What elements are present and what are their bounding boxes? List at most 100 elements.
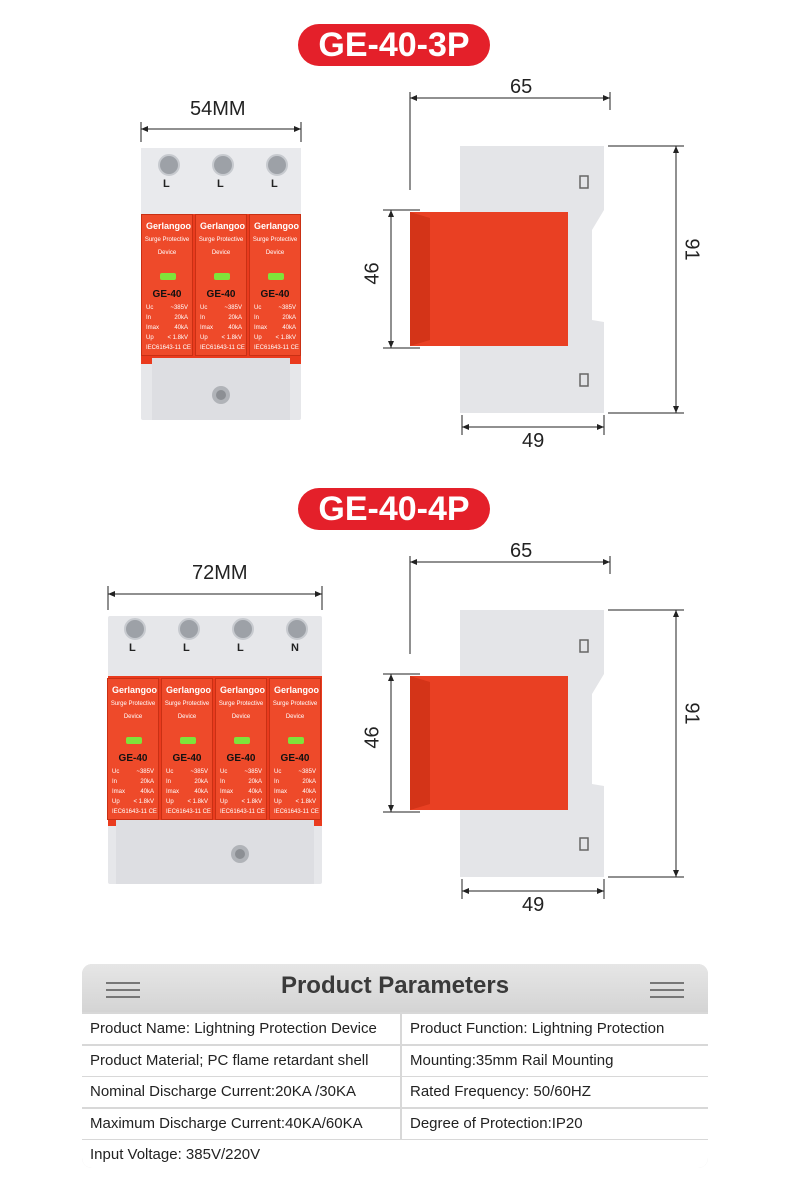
status-indicator-icon bbox=[180, 737, 196, 744]
spec-key: Up bbox=[146, 335, 154, 341]
parameter-cell: Degree of Protection:IP20 bbox=[402, 1108, 708, 1139]
side-bottom-dim-3p: 49 bbox=[522, 430, 545, 452]
side-red-dim-3p: 46 bbox=[361, 262, 384, 285]
standard-label: IEC61643-11 CE bbox=[254, 345, 299, 351]
status-indicator-icon bbox=[288, 737, 304, 744]
pole-label: L bbox=[163, 178, 170, 190]
spec-value: ~385V bbox=[298, 769, 316, 775]
spec-value: 40kA bbox=[282, 325, 296, 331]
spec-value: 20kA bbox=[174, 315, 188, 321]
module-desc: Device bbox=[211, 250, 231, 256]
model-label: GE-40 bbox=[206, 289, 236, 300]
spec-key: Up bbox=[274, 799, 282, 805]
terminal-screw-icon bbox=[212, 154, 234, 176]
side-height-dim-3p: 91 bbox=[680, 238, 703, 261]
product-parameters-table: Product Parameters Product Name: Lightni… bbox=[82, 964, 708, 1168]
spec-key: In bbox=[112, 779, 118, 785]
module-desc: Surge Protective bbox=[164, 701, 210, 707]
module-desc: Device bbox=[177, 714, 197, 720]
side-view-4p bbox=[383, 556, 684, 899]
spec-key: Uc bbox=[200, 305, 208, 311]
spec-value: < 1.8kV bbox=[187, 799, 208, 805]
spec-key: Imax bbox=[166, 789, 180, 795]
brand-label: Gerlangoo bbox=[166, 685, 212, 695]
module-desc: Device bbox=[285, 714, 305, 720]
spec-value: 20kA bbox=[194, 779, 208, 785]
model-title-3p: GE-40-3P bbox=[298, 24, 490, 66]
side-view-3p bbox=[383, 92, 684, 435]
pole-label: L bbox=[271, 178, 278, 190]
spec-key: Imax bbox=[274, 789, 288, 795]
spec-value: ~385V bbox=[224, 305, 242, 311]
spec-value: 40kA bbox=[302, 789, 316, 795]
spec-key: In bbox=[274, 779, 280, 785]
status-indicator-icon bbox=[214, 273, 230, 280]
module-desc: Surge Protective bbox=[110, 701, 156, 707]
spec-key: In bbox=[254, 315, 260, 321]
standard-label: IEC61643-11 CE bbox=[200, 345, 245, 351]
brand-label: Gerlangoo bbox=[254, 221, 300, 231]
spec-key: Uc bbox=[112, 769, 120, 775]
spec-key: Up bbox=[220, 799, 228, 805]
model-label: GE-40 bbox=[260, 289, 290, 300]
pole-label: L bbox=[217, 178, 224, 190]
spec-key: Imax bbox=[112, 789, 126, 795]
parameter-cell: Product Function: Lightning Protection bbox=[402, 1014, 708, 1044]
spec-key: Imax bbox=[146, 325, 160, 331]
spec-value: ~385V bbox=[170, 305, 188, 311]
spec-value: ~385V bbox=[278, 305, 296, 311]
spec-value: 20kA bbox=[228, 315, 242, 321]
width-label-4p: 72MM bbox=[192, 562, 248, 584]
model-label: GE-40 bbox=[118, 753, 148, 764]
spec-key: Up bbox=[112, 799, 120, 805]
spec-key: Up bbox=[166, 799, 174, 805]
standard-label: IEC61643-11 CE bbox=[146, 345, 191, 351]
module-desc: Surge Protective bbox=[272, 701, 318, 707]
spec-value: < 1.8kV bbox=[241, 799, 262, 805]
status-indicator-icon bbox=[160, 273, 176, 280]
spec-key: Imax bbox=[200, 325, 214, 331]
side-bottom-dim-4p: 49 bbox=[522, 894, 545, 916]
spec-value: < 1.8kV bbox=[275, 335, 296, 341]
pole-label: L bbox=[237, 642, 244, 654]
spec-value: 40kA bbox=[194, 789, 208, 795]
spec-value: < 1.8kV bbox=[295, 799, 316, 805]
pole-label: L bbox=[129, 642, 136, 654]
spec-value: 20kA bbox=[302, 779, 316, 785]
spec-key: Uc bbox=[166, 769, 174, 775]
pole-label: N bbox=[291, 642, 299, 654]
spec-value: 40kA bbox=[174, 325, 188, 331]
side-red-dim-4p: 46 bbox=[361, 726, 384, 749]
parameter-cell: Maximum Discharge Current:40KA/60KA bbox=[82, 1108, 400, 1139]
spec-key: Uc bbox=[254, 305, 262, 311]
model-label: GE-40 bbox=[280, 753, 310, 764]
spec-key: Up bbox=[200, 335, 208, 341]
spec-value: ~385V bbox=[136, 769, 154, 775]
brand-label: Gerlangoo bbox=[274, 685, 320, 695]
spec-key: In bbox=[146, 315, 152, 321]
brand-label: Gerlangoo bbox=[220, 685, 266, 695]
spec-value: 20kA bbox=[282, 315, 296, 321]
module-desc: Surge Protective bbox=[198, 237, 244, 243]
spec-key: In bbox=[200, 315, 206, 321]
spec-value: < 1.8kV bbox=[133, 799, 154, 805]
model-label: GE-40 bbox=[172, 753, 202, 764]
spec-value: 40kA bbox=[140, 789, 154, 795]
side-top-dim-4p: 65 bbox=[510, 540, 533, 562]
spec-value: 40kA bbox=[228, 325, 242, 331]
spec-value: ~385V bbox=[244, 769, 262, 775]
spec-value: 40kA bbox=[248, 789, 262, 795]
terminal-screw-icon bbox=[286, 618, 308, 640]
terminal-screw-icon bbox=[266, 154, 288, 176]
module-desc: Device bbox=[231, 714, 251, 720]
spec-key: In bbox=[166, 779, 172, 785]
pole-label: L bbox=[183, 642, 190, 654]
terminal-screw-icon bbox=[178, 618, 200, 640]
parameter-cell: Input Voltage: 385V/220V bbox=[82, 1140, 708, 1168]
brand-label: Gerlangoo bbox=[200, 221, 246, 231]
